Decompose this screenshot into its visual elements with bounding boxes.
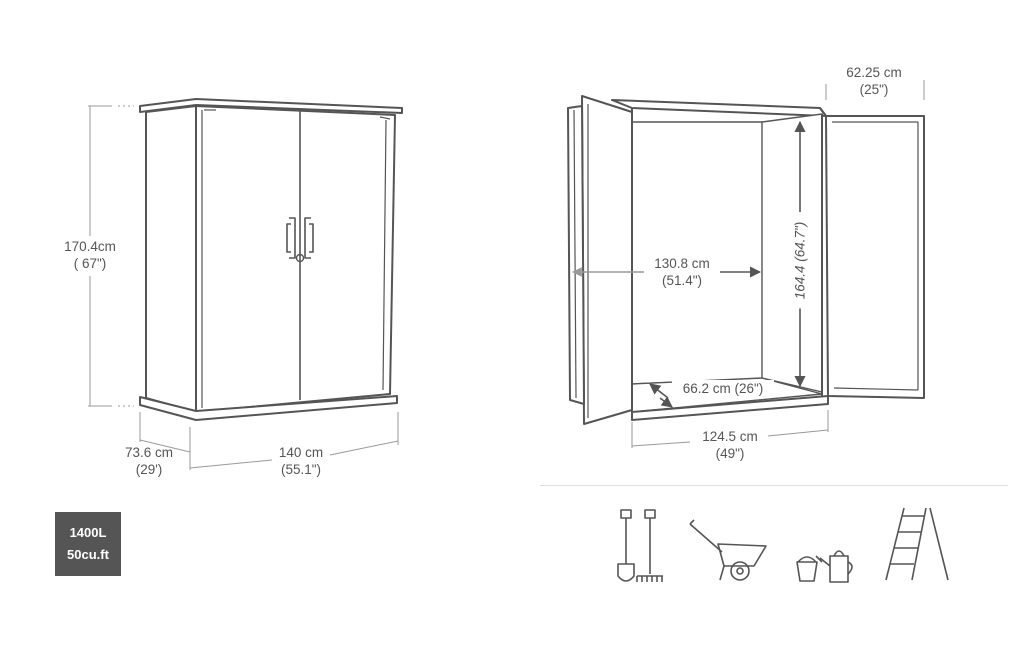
inner-width-label: 130.8 cm (51.4")	[644, 255, 720, 289]
wheelbarrow-icon	[689, 519, 767, 581]
depth-in: (29')	[135, 462, 163, 477]
width-cm: 140 cm	[278, 445, 324, 460]
height-cm: 170.4cm	[64, 239, 116, 254]
height-label: 170.4cm ( 67")	[58, 238, 122, 272]
shovel-and-rake-icon	[617, 509, 663, 582]
floor-width-label: 124.5 cm (49")	[692, 428, 768, 462]
depth-cm: 73.6 cm	[124, 445, 174, 460]
capacity-cubic-feet: 50cu.ft	[67, 547, 109, 562]
door-width-cm: 62.25 cm	[846, 65, 902, 80]
inner-width-in: (51.4")	[661, 273, 703, 288]
inner-height-label: 164.4 (64.7")	[790, 212, 810, 309]
closed-cabinet	[139, 98, 403, 421]
section-divider	[540, 485, 1008, 486]
width-label: 140 cm (55.1")	[268, 444, 334, 478]
bucket-and-watering-can-icon	[796, 550, 853, 583]
open-cabinet	[567, 95, 925, 425]
capacity-liters: 1400L	[69, 525, 107, 540]
ladder-icon	[885, 507, 949, 581]
floor-width-in: (49")	[715, 446, 745, 461]
floor-width-cm: 124.5 cm	[702, 429, 758, 444]
open-dimension-lines	[572, 80, 925, 448]
depth-label: 73.6 cm (29')	[116, 444, 182, 478]
floor-depth-value: 66.2 cm (26")	[682, 381, 764, 396]
inner-width-cm: 130.8 cm	[654, 256, 710, 271]
floor-depth-label: 66.2 cm (26")	[672, 380, 774, 397]
door-width-in: (25")	[859, 82, 889, 97]
width-in: (55.1")	[280, 462, 322, 477]
height-in: ( 67")	[73, 256, 107, 271]
capacity-badge: 1400L 50cu.ft	[55, 512, 121, 576]
door-width-label: 62.25 cm (25")	[836, 64, 912, 98]
closed-dimension-lines	[88, 105, 399, 470]
